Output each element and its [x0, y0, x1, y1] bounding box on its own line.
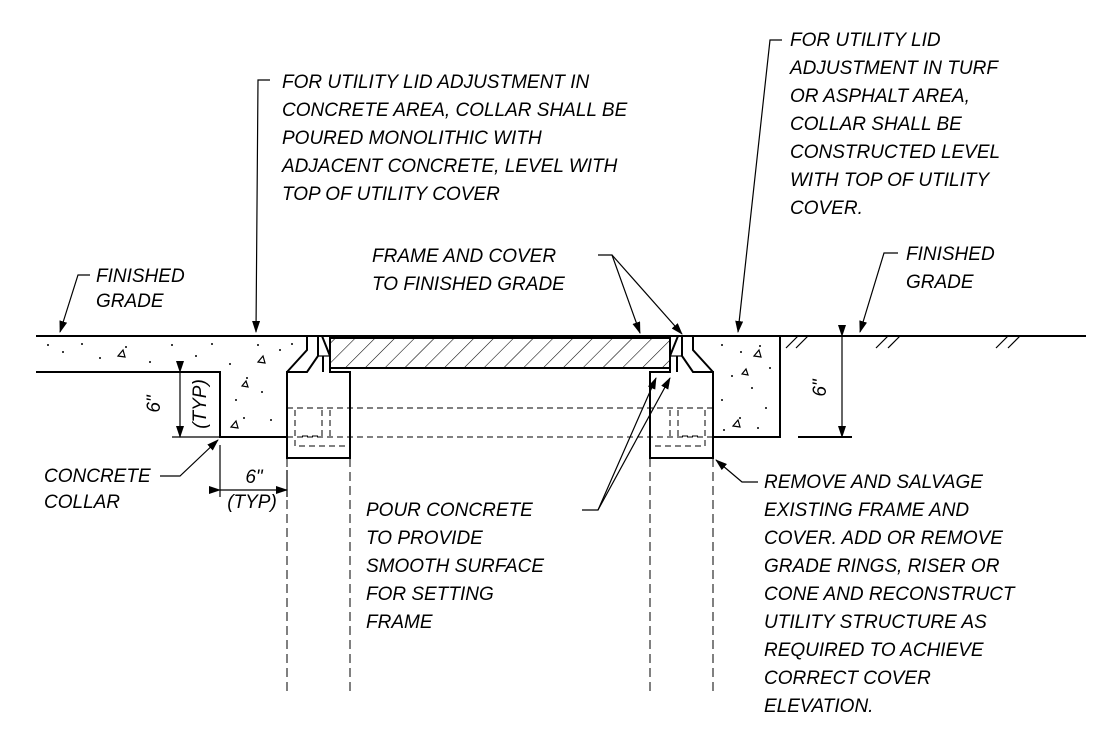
svg-text:WITH TOP OF UTILITY: WITH TOP OF UTILITY — [790, 170, 990, 191]
svg-text:FOR UTILITY LID: FOR UTILITY LID — [790, 30, 941, 51]
concrete-stipple-left — [47, 343, 293, 429]
note-frame-and-cover: FRAME AND COVER TO FINISHED GRADE — [372, 246, 565, 295]
structure-wall-hidden-lines — [286, 458, 714, 695]
leader-lines — [59, 39, 898, 511]
dimension-text-collar-width: 6" — [245, 467, 264, 488]
note-pour-concrete: POUR CONCRETE TO PROVIDE SMOOTH SURFACE … — [366, 500, 544, 633]
svg-text:ADJUSTMENT IN TURF: ADJUSTMENT IN TURF — [789, 58, 999, 79]
svg-text:ADJACENT CONCRETE, LEVEL WITH: ADJACENT CONCRETE, LEVEL WITH — [281, 156, 618, 177]
svg-text:GRADE RINGS, RISER OR: GRADE RINGS, RISER OR — [764, 556, 1000, 577]
note-finished-grade-right: FINISHED GRADE — [906, 244, 995, 293]
svg-text:FOR UTILITY LID ADJUSTMENT IN: FOR UTILITY LID ADJUSTMENT IN — [282, 72, 589, 93]
svg-text:OR ASPHALT AREA,: OR ASPHALT AREA, — [790, 86, 970, 107]
left-collar-chamfer — [286, 336, 308, 373]
svg-text:CONSTRUCTED LEVEL: CONSTRUCTED LEVEL — [790, 142, 1000, 163]
left-concrete-collar-outline — [36, 371, 287, 438]
svg-text:FINISHED: FINISHED — [906, 244, 995, 265]
svg-text:FINISHED: FINISHED — [96, 266, 185, 287]
turf-hatch-marks — [785, 335, 1021, 349]
svg-text:CORRECT COVER: CORRECT COVER — [764, 668, 931, 689]
svg-text:ELEVATION.: ELEVATION. — [764, 696, 873, 717]
concrete-stipple-right — [721, 344, 771, 431]
svg-text:CONCRETE: CONCRETE — [44, 466, 151, 487]
svg-text:REQUIRED TO ACHIEVE: REQUIRED TO ACHIEVE — [764, 640, 984, 661]
svg-text:FOR SETTING: FOR SETTING — [366, 584, 494, 605]
svg-text:POUR CONCRETE: POUR CONCRETE — [366, 500, 533, 521]
svg-text:GRADE: GRADE — [96, 291, 164, 312]
svg-text:TO FINISHED GRADE: TO FINISHED GRADE — [372, 274, 565, 295]
svg-text:COVER.: COVER. — [790, 198, 863, 219]
svg-text:SMOOTH SURFACE: SMOOTH SURFACE — [366, 556, 544, 577]
svg-text:TOP OF UTILITY COVER: TOP OF UTILITY COVER — [282, 184, 500, 205]
svg-text:POURED MONOLITHIC WITH: POURED MONOLITHIC WITH — [282, 128, 542, 149]
dimension-text-collar-depth-left-typ: (TYP) — [190, 379, 211, 429]
existing-frame-hidden-lines — [287, 407, 713, 447]
note-concrete-collar: CONCRETE COLLAR — [44, 466, 151, 513]
dimension-collar-depth-right: 6" — [810, 325, 846, 438]
svg-text:CONCRETE AREA, COLLAR SHALL BE: CONCRETE AREA, COLLAR SHALL BE — [282, 100, 628, 121]
svg-text:CONE AND RECONSTRUCT: CONE AND RECONSTRUCT — [764, 584, 1016, 605]
svg-text:REMOVE AND SALVAGE: REMOVE AND SALVAGE — [764, 472, 983, 493]
right-concrete-collar-outline — [712, 336, 781, 438]
svg-text:UTILITY STRUCTURE AS: UTILITY STRUCTURE AS — [764, 612, 987, 633]
note-finished-grade-left: FINISHED GRADE — [96, 266, 185, 312]
svg-text:FRAME AND COVER: FRAME AND COVER — [372, 246, 556, 267]
utility-cover-hatched — [329, 337, 671, 369]
svg-text:GRADE: GRADE — [906, 272, 974, 293]
dimension-text-collar-depth-left: 6" — [144, 394, 165, 413]
note-turf-asphalt-adjustment: FOR UTILITY LID ADJUSTMENT IN TURF OR AS… — [789, 30, 1000, 219]
dimension-text-collar-width-typ: (TYP) — [227, 492, 277, 513]
svg-text:FRAME: FRAME — [366, 612, 433, 633]
svg-text:COVER. ADD OR REMOVE: COVER. ADD OR REMOVE — [764, 528, 1003, 549]
dimension-collar-width: 6" (TYP) — [209, 445, 288, 513]
svg-text:COLLAR: COLLAR — [44, 492, 120, 513]
svg-text:COLLAR SHALL BE: COLLAR SHALL BE — [790, 114, 962, 135]
right-collar-chamfer — [692, 336, 714, 373]
note-concrete-area-adjustment: FOR UTILITY LID ADJUSTMENT IN CONCRETE A… — [281, 72, 628, 205]
dimension-collar-depth-left: 6" (TYP) — [144, 361, 220, 438]
note-remove-and-salvage: REMOVE AND SALVAGE EXISTING FRAME AND CO… — [764, 472, 1016, 717]
section-geometry — [36, 335, 1086, 695]
svg-text:EXISTING FRAME AND: EXISTING FRAME AND — [764, 500, 969, 521]
svg-text:TO PROVIDE: TO PROVIDE — [366, 528, 483, 549]
dimension-text-collar-depth-right: 6" — [810, 378, 831, 397]
